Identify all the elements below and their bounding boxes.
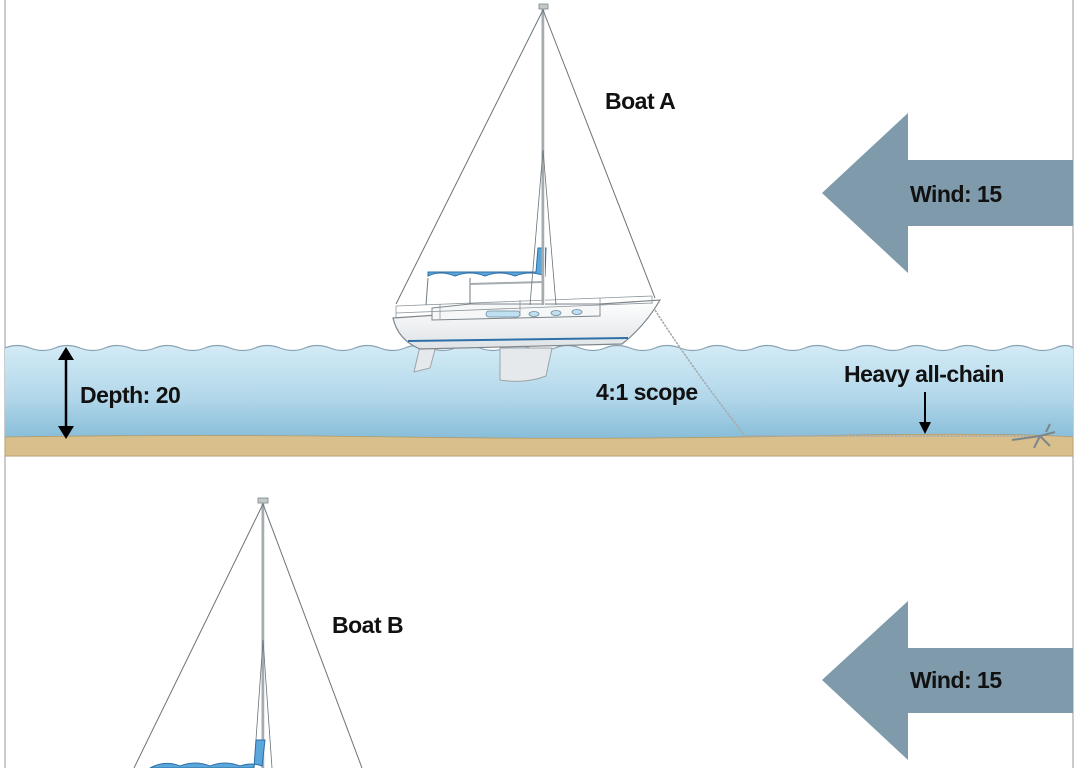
boat-a-lifelines [395, 295, 653, 314]
anchor-icon [1011, 423, 1056, 449]
boat-a-porthole [528, 311, 540, 317]
boat-b-bimini [149, 739, 266, 768]
boat-a-bimini [427, 247, 547, 277]
wind-label-b: Wind: 15 [910, 667, 1002, 693]
boat-a-forestay [542, 9, 656, 299]
boat-a-porthole [571, 309, 583, 315]
boat-b-sailboat [133, 497, 363, 768]
rode-type-label: Heavy all-chain [844, 361, 1004, 387]
boat-a-label: Boat A [605, 88, 675, 114]
boat-b-forestay [262, 503, 363, 768]
boat-a-shroud [542, 149, 557, 306]
boat-a-keel [499, 347, 553, 382]
wind-arrow-a [822, 113, 1073, 273]
boat-a-porthole [550, 310, 562, 316]
boat-a-bimini-frame [425, 277, 471, 306]
panel-a: Boat A Wind: 15 Depth: 20 4:1 scope Heav… [4, 3, 1074, 457]
seabed [4, 433, 1074, 457]
chain-pointer-arrow [919, 392, 931, 434]
boat-a-bootstripe [407, 337, 629, 342]
wind-label-a: Wind: 15 [910, 181, 1002, 207]
boat-a-sailboat [392, 3, 662, 382]
boat-a-backstay [395, 9, 544, 305]
boat-b-label: Boat B [332, 612, 403, 638]
boat-b-masthead [257, 497, 269, 504]
boat-b-shroud [262, 639, 273, 768]
anchor-rode-chain [654, 309, 1030, 437]
boat-a-porthole-large [485, 310, 521, 318]
water-body [5, 345, 1073, 440]
wind-arrow-b [822, 601, 1073, 760]
scope-label: 4:1 scope [596, 379, 698, 405]
boat-a-stanchions [395, 296, 653, 319]
depth-label: Depth: 20 [80, 382, 180, 408]
depth-arrow [58, 347, 74, 439]
boat-b-backstay [133, 503, 264, 768]
panel-b: Boat B Wind: 15 [133, 497, 1073, 768]
boat-a-shroud [529, 149, 544, 306]
boat-a-boom [469, 281, 544, 285]
boat-a-masthead [538, 3, 549, 10]
